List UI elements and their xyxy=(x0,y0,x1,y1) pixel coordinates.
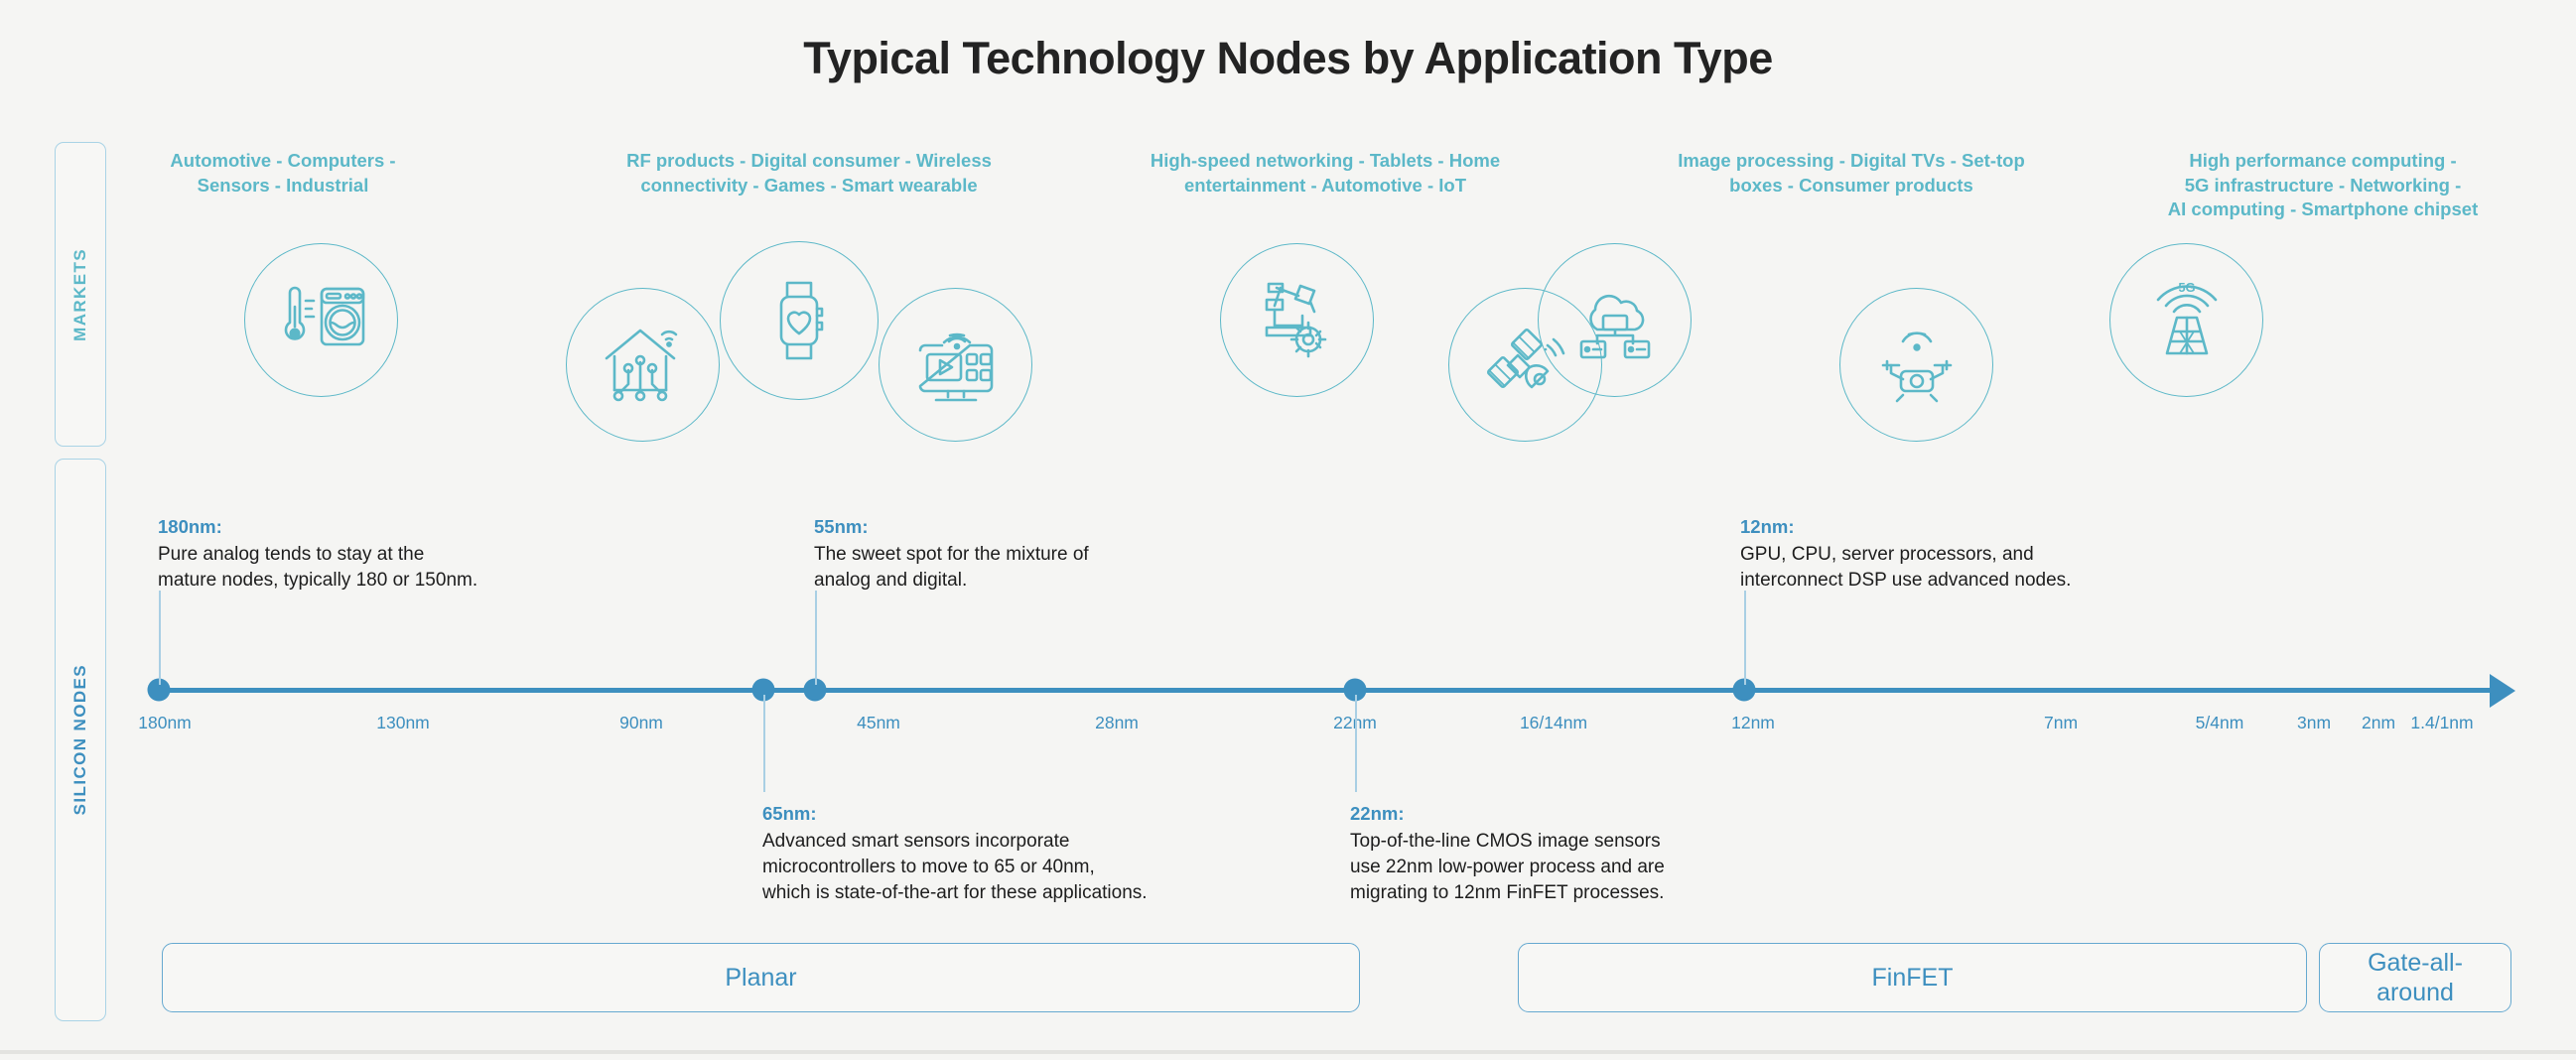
callout-body: Top-of-the-line CMOS image sensors use 2… xyxy=(1350,830,1665,903)
page-title: Typical Technology Nodes by Application … xyxy=(803,33,1773,83)
leader-line-55nm xyxy=(815,591,817,685)
tech-box-planar[interactable]: Planar xyxy=(162,943,1360,1012)
smart-home-icon xyxy=(566,288,720,442)
leader-line-22nm xyxy=(1355,695,1357,792)
callout-body: The sweet spot for the mixture of analog… xyxy=(814,543,1089,591)
tick-7nm: 7nm xyxy=(2043,713,2079,732)
thermometer-washing-machine-icon xyxy=(244,243,398,397)
axis-arrow-icon xyxy=(2490,674,2515,708)
market-heading-line: AI computing - Smartphone chipset xyxy=(2167,199,2479,220)
smartwatch-heart-icon xyxy=(720,241,879,400)
leader-line-65nm xyxy=(763,695,765,792)
tech-box-label-line: Gate-all- xyxy=(2368,949,2463,977)
market-heading-line: Sensors - Industrial xyxy=(197,174,369,196)
tick-28nm: 28nm xyxy=(1095,713,1139,732)
callout-node-label: 12nm: xyxy=(1740,516,1795,537)
market-heading-hpc-5g: High performance computing - 5G infrastr… xyxy=(2129,149,2516,222)
tech-box-gate-all-around[interactable]: Gate-all- around xyxy=(2319,943,2511,1012)
callout-node-label: 180nm: xyxy=(158,516,222,537)
silicon-node-axis xyxy=(159,688,2497,693)
market-heading-line: Automotive - Computers - xyxy=(170,150,396,171)
callout-55nm: 55nm: The sweet spot for the mixture of … xyxy=(814,514,1211,594)
market-heading-line: entertainment - Automotive - IoT xyxy=(1183,174,1466,196)
callout-body: Pure analog tends to stay at the mature … xyxy=(158,543,478,591)
rail-markets-label: MARKETS xyxy=(70,247,89,341)
callout-65nm: 65nm: Advanced smart sensors incorporate… xyxy=(762,801,1259,906)
market-heading-networking: High-speed networking - Tablets - Home e… xyxy=(1117,149,1534,198)
market-heading-line: High-speed networking - Tablets - Home xyxy=(1150,150,1501,171)
callout-12nm: 12nm: GPU, CPU, server processors, and i… xyxy=(1740,514,2187,594)
market-heading-line: High performance computing - xyxy=(2189,150,2457,171)
tick-130nm: 130nm xyxy=(376,713,430,732)
tech-box-label-line: around xyxy=(2376,979,2454,1006)
market-heading-line: connectivity - Games - Smart wearable xyxy=(640,174,978,196)
market-heading-line: Image processing - Digital TVs - Set-top xyxy=(1678,150,2025,171)
market-heading-automotive: Automotive - Computers - Sensors - Indus… xyxy=(139,149,427,198)
robotic-arm-icon xyxy=(1220,243,1374,397)
market-heading-line: 5G infrastructure - Networking - xyxy=(2184,174,2462,196)
node-marker-65nm[interactable] xyxy=(751,678,775,702)
tech-box-label: FinFET xyxy=(1871,964,1954,992)
market-heading-rf-consumer: RF products - Digital consumer - Wireles… xyxy=(571,149,1047,198)
callout-body: GPU, CPU, server processors, and interco… xyxy=(1740,543,2072,591)
tech-box-label: Planar xyxy=(725,964,797,992)
rail-markets: MARKETS xyxy=(55,142,106,447)
tick-3nm: 3nm xyxy=(2296,713,2332,732)
tick-12nm: 12nm xyxy=(1731,713,1775,732)
tick-5-4nm: 5/4nm xyxy=(2195,713,2244,732)
tick-45nm: 45nm xyxy=(857,713,900,732)
leader-line-12nm xyxy=(1744,591,1746,685)
node-marker-55nm[interactable] xyxy=(803,678,827,702)
smart-tv-icon xyxy=(879,288,1032,442)
bottom-divider xyxy=(0,1050,2576,1054)
market-heading-line: boxes - Consumer products xyxy=(1729,174,1973,196)
drone-icon xyxy=(1839,288,1993,442)
tick-2nm: 2nm xyxy=(2361,713,2396,732)
market-heading-line: RF products - Digital consumer - Wireles… xyxy=(626,150,992,171)
callout-body: Advanced smart sensors incorporate micro… xyxy=(762,830,1148,903)
tick-90nm: 90nm xyxy=(619,713,663,732)
node-marker-12nm[interactable] xyxy=(1732,678,1756,702)
callout-node-label: 22nm: xyxy=(1350,803,1405,824)
5g-tower-icon: 5G xyxy=(2109,243,2263,397)
node-marker-180nm[interactable] xyxy=(147,678,171,702)
rail-silicon-nodes-label: SILICON NODES xyxy=(70,664,89,816)
node-marker-22nm[interactable] xyxy=(1343,678,1367,702)
tech-box-finfet[interactable]: FinFET xyxy=(1518,943,2307,1012)
callout-node-label: 65nm: xyxy=(762,803,817,824)
tick-1-4-1nm: 1.4/1nm xyxy=(2410,713,2474,732)
callout-22nm: 22nm: Top-of-the-line CMOS image sensors… xyxy=(1350,801,1747,906)
tick-16-14nm: 16/14nm xyxy=(1519,713,1588,732)
callout-180nm: 180nm: Pure analog tends to stay at the … xyxy=(158,514,575,594)
callout-node-label: 55nm: xyxy=(814,516,869,537)
leader-line-180nm xyxy=(159,591,161,685)
cloud-network-icon xyxy=(1538,243,1692,397)
market-heading-image-processing: Image processing - Digital TVs - Set-top… xyxy=(1653,149,2050,198)
rail-silicon-nodes: SILICON NODES xyxy=(55,459,106,1021)
tick-180nm: 180nm xyxy=(138,713,192,732)
